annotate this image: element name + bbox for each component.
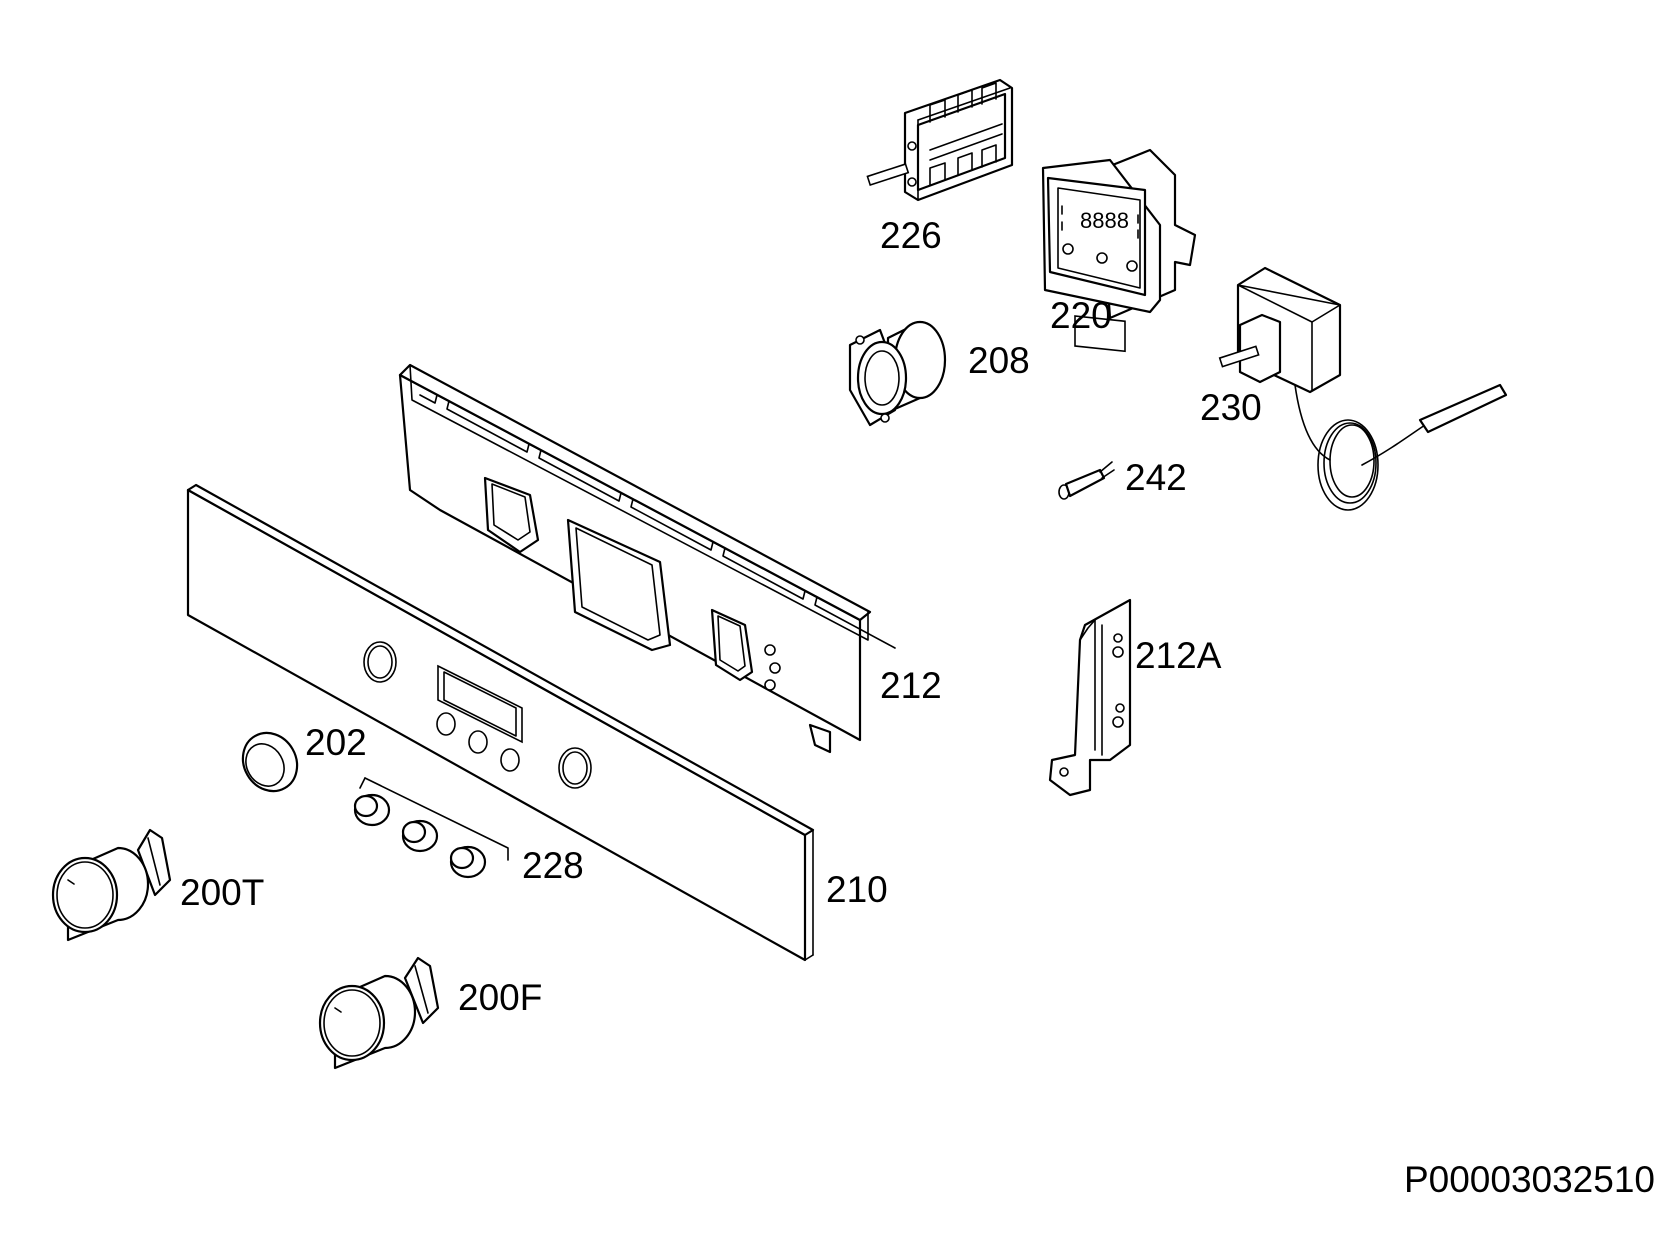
part-210-control-panel bbox=[186, 483, 815, 962]
part-200t-knob bbox=[51, 828, 172, 942]
part-230-thermostat bbox=[1218, 266, 1508, 511]
label-200f: 200F bbox=[458, 977, 542, 1018]
label-242: 242 bbox=[1125, 457, 1187, 498]
label-226: 226 bbox=[880, 215, 942, 256]
part-212a-side-bracket bbox=[1048, 598, 1132, 797]
part-208-lamp-holder bbox=[848, 320, 947, 427]
label-230: 230 bbox=[1200, 387, 1262, 428]
label-208: 208 bbox=[968, 340, 1030, 381]
part-202-ring bbox=[241, 731, 299, 793]
part-242-lamp bbox=[1058, 461, 1115, 500]
label-210: 210 bbox=[826, 869, 888, 910]
svg-text:8888: 8888 bbox=[1080, 208, 1129, 233]
part-220-electronic-timer: 8888 bbox=[1041, 148, 1197, 353]
label-220: 220 bbox=[1050, 295, 1112, 336]
part-200f-knob bbox=[318, 956, 440, 1070]
label-202: 202 bbox=[305, 722, 367, 763]
push-button-1 bbox=[353, 793, 391, 827]
label-228: 228 bbox=[522, 845, 584, 886]
push-button-2 bbox=[401, 819, 439, 853]
part-228-push-buttons bbox=[353, 777, 509, 879]
label-212a: 212A bbox=[1135, 635, 1222, 676]
label-212: 212 bbox=[880, 665, 942, 706]
push-button-3 bbox=[449, 845, 487, 879]
drawing-number: P00003032510 bbox=[1404, 1159, 1655, 1200]
part-212-panel-bracket bbox=[398, 363, 896, 754]
part-226-selector-switch bbox=[866, 78, 1014, 202]
label-200t: 200T bbox=[180, 872, 264, 913]
